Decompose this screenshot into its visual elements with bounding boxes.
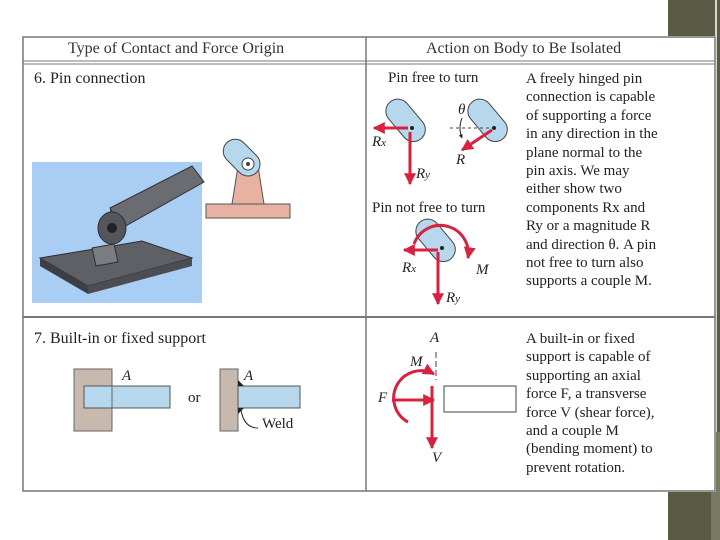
label-a-fbd: A [430, 330, 440, 346]
row6-desc-line: not free to turn also [526, 255, 644, 272]
row6-desc-line: pin axis. We may [526, 163, 630, 180]
label-a-builtin: A [122, 368, 132, 384]
row7-desc-line: A built-in or fixed [526, 331, 635, 347]
pin-free-resultant [450, 98, 508, 152]
label-or: or [188, 390, 201, 406]
pin-bracket-schematic [205, 138, 291, 219]
row7-desc-line: support is capable of [526, 349, 651, 366]
label-rx: Rx [372, 134, 387, 150]
pin-free-components [372, 98, 426, 186]
row6-description: A freely hinged pin connection is capabl… [526, 70, 658, 291]
row6-title: 6. Pin connection [34, 70, 146, 87]
row6-desc-line: connection is capable [526, 89, 656, 106]
label-v-fbd: V [432, 450, 442, 466]
row7-description: A built-in or fixed support is capable o… [526, 330, 655, 477]
row7-title: 7. Built-in or fixed support [34, 330, 206, 347]
row7-desc-line: force V (shear force), [526, 404, 655, 421]
row7-desc-line: prevent rotation. [526, 459, 626, 476]
row6-desc-line: of supporting a force [526, 107, 652, 124]
row6-desc-line: either show two [526, 181, 622, 198]
label-rx-fixed: Rx [402, 260, 417, 276]
row6-sub-free: Pin free to turn [388, 70, 479, 86]
row6-desc-line: A freely hinged pin [526, 71, 643, 87]
row6-desc-line: components Rx and [526, 199, 646, 216]
pin-photo [32, 162, 205, 303]
row6-desc-line: Ry or a magnitude R [526, 218, 651, 235]
fixed-support-diagram [392, 352, 517, 450]
label-ry: Ry [416, 166, 431, 182]
header-col1: Type of Contact and Force Origin [68, 40, 285, 57]
row7-desc-line: supporting an axial [526, 367, 641, 384]
supports-table: Type of Contact and Force Origin Action … [22, 36, 716, 492]
table-borders [22, 36, 716, 492]
label-m: M [476, 262, 489, 278]
row7-desc-line: and a couple M [526, 423, 619, 440]
row6-desc-line: plane normal to the [526, 144, 643, 161]
label-weld: Weld [262, 416, 294, 432]
label-m-fbd: M [410, 354, 423, 370]
label-f-fbd: F [378, 390, 388, 406]
row6-desc-line: and direction θ. A pin [526, 236, 657, 253]
header-col2: Action on Body to Be Isolated [426, 40, 622, 57]
row7-desc-line: (bending moment) to [526, 441, 653, 458]
pin-fixed-diagram [402, 218, 476, 306]
built-in-support [73, 368, 171, 432]
label-a-weld: A [244, 368, 254, 384]
table-graphics [22, 36, 716, 492]
row6-desc-line: in any direction in the [526, 126, 658, 143]
label-theta: θ [458, 102, 466, 118]
welded-support [219, 368, 301, 432]
row6-desc-line: supports a couple M. [526, 273, 652, 290]
row6-sub-not-free: Pin not free to turn [372, 200, 486, 216]
label-r: R [456, 152, 466, 168]
label-ry-fixed: Ry [446, 290, 461, 306]
row7-desc-line: force F, a transverse [526, 386, 647, 403]
